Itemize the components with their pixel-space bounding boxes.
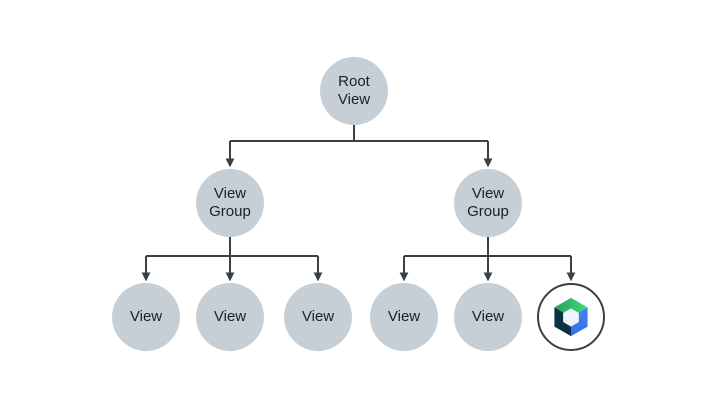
node-label: View: [213, 185, 247, 202]
node-label: View: [387, 308, 421, 325]
node-label: View: [129, 308, 163, 325]
node-label: Root: [338, 73, 370, 90]
node-label: View: [471, 185, 505, 202]
node-root-view: Root View: [320, 57, 388, 125]
node-label: View: [337, 91, 371, 108]
node-compose-leaf: [537, 283, 605, 351]
node-label: View: [471, 308, 505, 325]
node-view-group-right: View Group: [454, 169, 522, 237]
node-view-1: View: [112, 283, 180, 351]
node-view-4: View: [370, 283, 438, 351]
node-label: Group: [209, 203, 251, 220]
node-view-5: View: [454, 283, 522, 351]
node-label: Group: [467, 203, 509, 220]
jetpack-compose-icon: [554, 297, 588, 337]
node-view-3: View: [284, 283, 352, 351]
node-label: View: [301, 308, 335, 325]
node-label: View: [213, 308, 247, 325]
node-view-2: View: [196, 283, 264, 351]
node-view-group-left: View Group: [196, 169, 264, 237]
